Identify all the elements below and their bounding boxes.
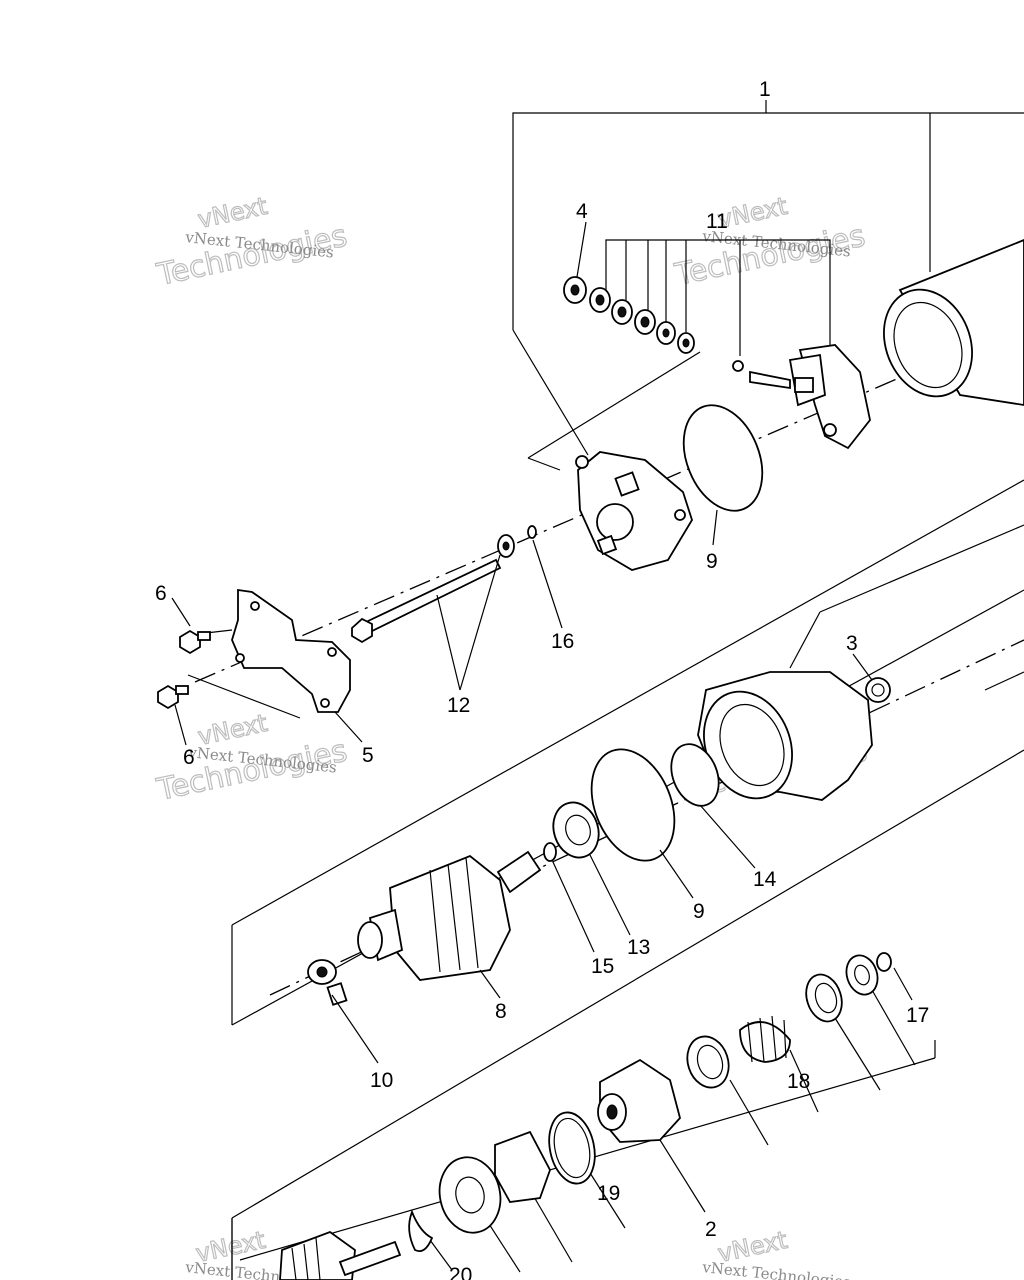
assembly-bracket [512,100,1024,456]
callout-18: 18 [787,1070,810,1093]
watermark-top-right: vNext Technologies vNext Technologies [671,191,869,293]
callout-4: 4 [576,200,588,223]
part-small-washers [497,525,563,629]
callout-19: 19 [597,1182,620,1205]
callout-1: 1 [759,78,771,101]
watermark-small: vNext Technologies [701,1258,852,1280]
part-through-bolt [351,554,502,691]
callout-12: 12 [447,694,470,717]
callout-3: 3 [846,632,858,655]
callout-20: 20 [449,1264,472,1280]
part-mounting-bracket [157,588,363,746]
part-front-housing [697,653,1024,801]
callout-2: 2 [705,1218,717,1241]
callout-14: 14 [753,868,777,891]
part-yoke-housing [883,239,1024,406]
part-o-ring-upper [682,404,764,546]
callout-labels: 1 4 11 9 6 12 16 5 6 3 14 9 13 15 8 10 1… [155,78,929,1280]
callout-6-upper: 6 [155,582,167,605]
part-drive-train [279,952,892,1280]
part-washer-stack [563,221,695,354]
callout-8: 8 [495,1000,507,1023]
callout-16: 16 [551,630,574,653]
part-bearing [543,801,631,953]
callout-13: 13 [627,936,650,959]
callout-9-lower: 9 [693,900,705,923]
callout-10: 10 [370,1069,393,1092]
part-brush-holder [605,239,871,450]
callout-5: 5 [362,744,374,767]
part-armature [357,850,542,999]
part-brush [307,959,379,1064]
callout-11: 11 [706,210,728,233]
watermark-top-left: vNext Technologies vNext Technologies [153,191,351,293]
part-o-rings-lower [590,743,756,899]
part-end-cover [575,451,693,571]
callout-9-upper: 9 [706,550,718,573]
callout-15: 15 [591,955,614,978]
callout-17: 17 [906,1004,929,1027]
watermark-bottom-right: vNext vNext Technologies [701,1225,852,1280]
watermark-big-line1: vNext [195,192,269,234]
callout-6-lower: 6 [183,746,195,769]
